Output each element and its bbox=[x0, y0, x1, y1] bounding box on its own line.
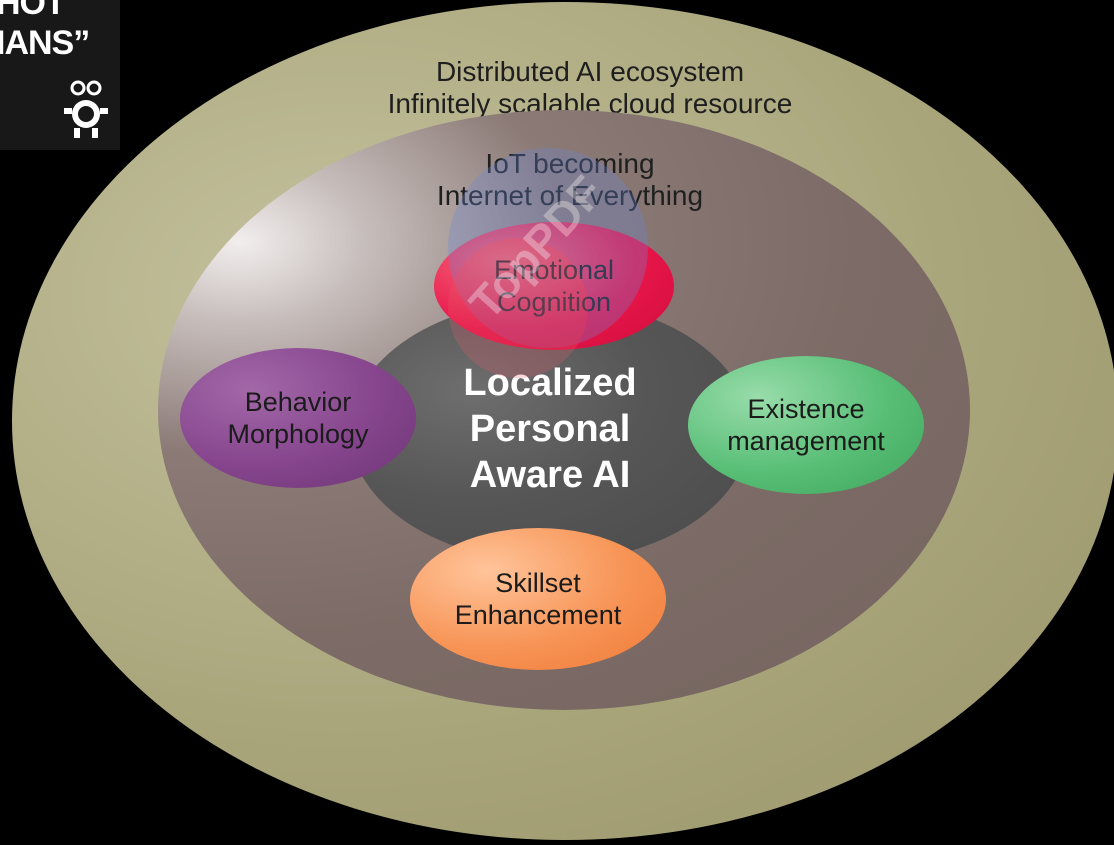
core-label-line-2: Personal bbox=[469, 408, 631, 450]
logo-text-line-1: HOT bbox=[0, 0, 66, 22]
corner-logo: HOT IANS” bbox=[0, 0, 120, 150]
middle-label-line-1: IoT becoming bbox=[485, 148, 655, 179]
core-label: Localized Personal Aware AI bbox=[400, 360, 700, 498]
skillset-enhancement-node: Skillset Enhancement bbox=[410, 528, 666, 670]
skillset-enhancement-label: Skillset Enhancement bbox=[454, 568, 622, 630]
behavior-morphology-label: Behavior Morphology bbox=[227, 387, 369, 449]
logo-text-line-2: IANS” bbox=[0, 24, 90, 62]
existence-management-label: Existence management bbox=[727, 394, 885, 456]
core-label-line-3: Aware AI bbox=[469, 454, 631, 496]
robot-mascot-icon bbox=[64, 80, 108, 138]
emotional-cognition-label: Emotional Cognition bbox=[493, 255, 615, 317]
core-label-line-1: Localized bbox=[463, 362, 637, 404]
existence-management-node: Existence management bbox=[688, 356, 924, 494]
behavior-morphology-node: Behavior Morphology bbox=[180, 348, 416, 488]
outer-ecosystem-label: Distributed AI ecosystem Infinitely scal… bbox=[290, 56, 890, 120]
middle-label-line-2: Internet of Everything bbox=[436, 180, 704, 211]
middle-iot-label: IoT becoming Internet of Everything bbox=[330, 148, 810, 212]
emotional-cognition-node: Emotional Cognition bbox=[434, 222, 674, 350]
outer-label-line-1: Distributed AI ecosystem bbox=[435, 56, 745, 87]
